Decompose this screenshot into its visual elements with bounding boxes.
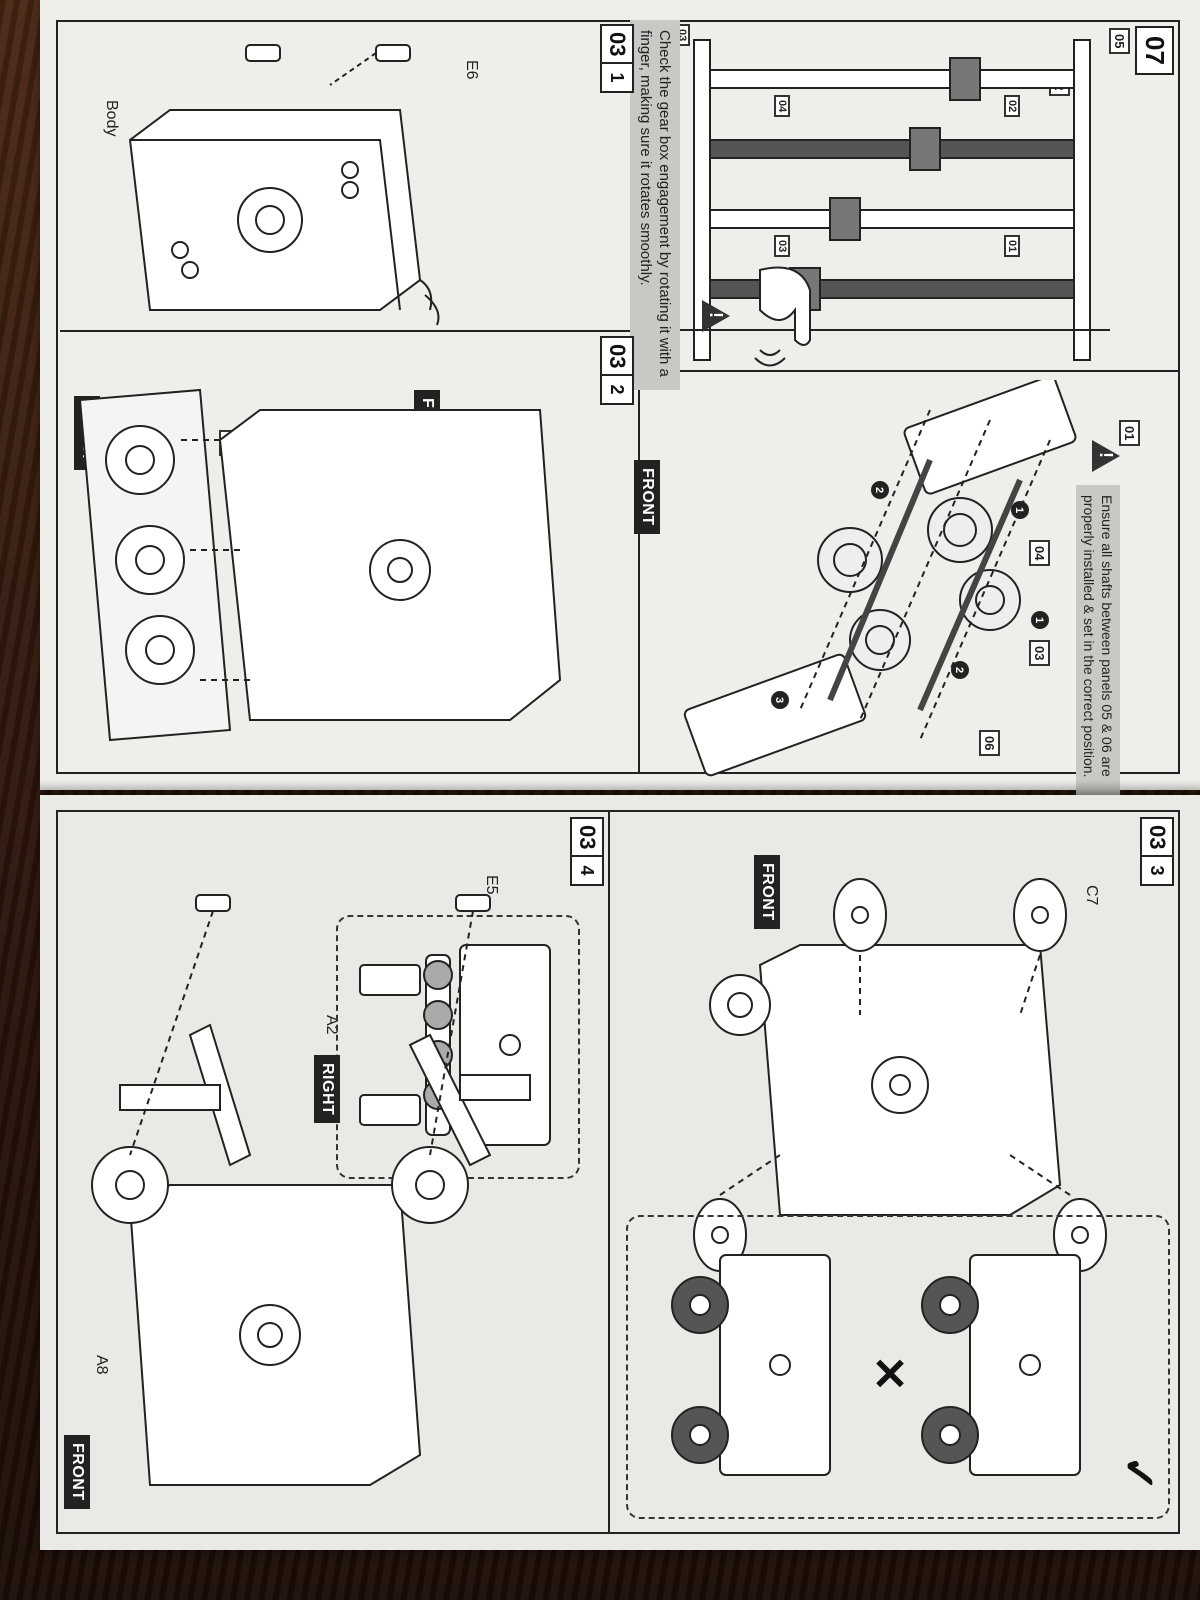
front-label-top: FRONT <box>634 460 660 534</box>
leg-assembly-diagram <box>91 894 531 1486</box>
warning-triangle-icon-2 <box>702 300 730 332</box>
step-03-2-minor: 2 <box>607 384 628 395</box>
step-03-2-major: 03 <box>602 338 632 377</box>
step-03-4-badge: 03 4 <box>570 817 604 886</box>
step-03-1-major: 03 <box>602 26 632 65</box>
incorrect-x-icon: ✕ <box>864 1355 913 1392</box>
e6-pins-left <box>245 44 411 86</box>
panel-tag-05: 05 <box>1109 28 1130 55</box>
correct-wheel-view <box>921 1254 1081 1476</box>
shaft-tag-01: 01 <box>1004 235 1020 258</box>
right-horizontal-divider <box>608 810 610 1532</box>
step-03-1-badge: 03 1 <box>600 24 634 93</box>
shaft-side-view-diagram <box>640 39 1110 361</box>
callout-1b: 1 <box>1033 617 1045 623</box>
step-03-2-badge: 03 2 <box>600 336 634 405</box>
callout-2b: 2 <box>953 667 965 673</box>
page-number: 07 <box>1135 26 1174 75</box>
callout-3: 3 <box>773 697 785 703</box>
left-top-vertical-divider <box>640 370 1180 372</box>
warning-triangle-icon <box>1092 440 1120 472</box>
shaft-warning-text: Ensure all shafts between panels 05 & 06… <box>1076 485 1120 795</box>
callout-1: 1 <box>1013 507 1025 513</box>
gearbox-check-note: Check the gear box engagement by rotatin… <box>630 20 680 390</box>
callout-2: 2 <box>873 487 885 493</box>
exploded-shaft-assembly: 1 1 2 2 3 <box>683 380 1077 777</box>
step-03-1-minor: 1 <box>607 72 628 83</box>
shaft-tag-02: 02 <box>1004 95 1020 118</box>
left-page: 07 Ensure all shafts between panels 05 &… <box>40 0 1200 795</box>
wheel-mounting-diagram <box>693 878 1107 1272</box>
panel-tag-01: 01 <box>1119 420 1140 447</box>
finger-rotate-icon <box>754 266 811 367</box>
e6-label-left: E6 <box>463 60 480 80</box>
step-03-3-major: 03 <box>1142 819 1172 858</box>
incorrect-wheel-view <box>671 1254 831 1476</box>
step-03-4-major: 03 <box>572 819 602 858</box>
left-bottom-vertical-divider <box>60 330 640 332</box>
gearbox-body-diagram <box>128 109 440 326</box>
shaft-tag-04: 04 <box>774 95 790 118</box>
right-page: 03 3 C7 C7 FRONT ✓ ✕ <box>40 795 1200 1550</box>
step-03-4-minor: 4 <box>577 865 598 876</box>
gearbox-assembly-diagram <box>78 388 562 742</box>
